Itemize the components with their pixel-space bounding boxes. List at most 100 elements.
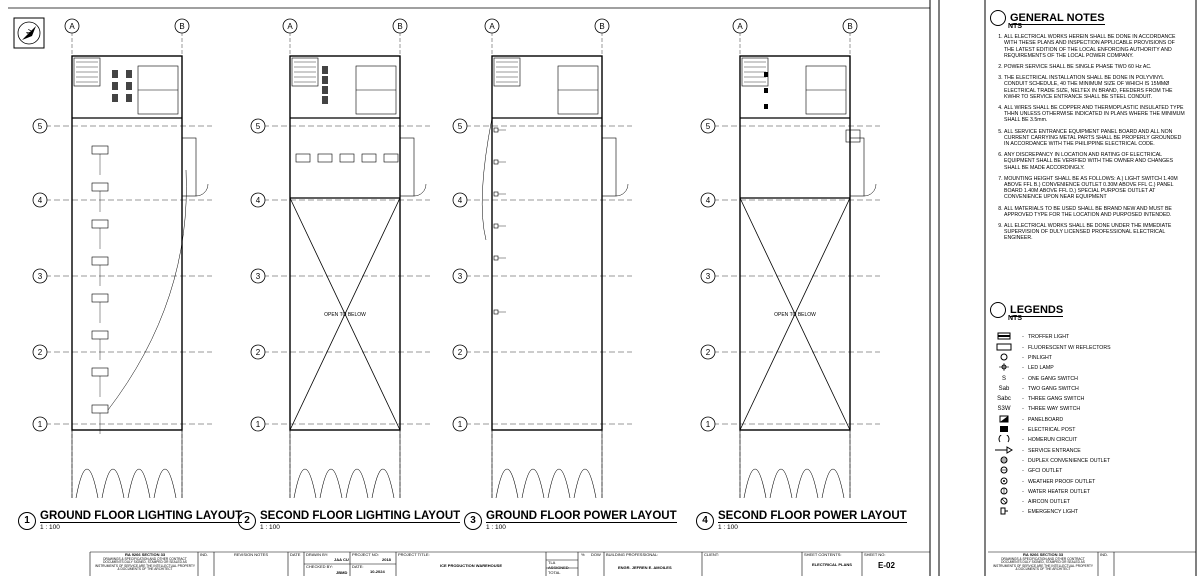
- fluorescent-fixture: [91, 293, 109, 303]
- legend-dash: -: [1022, 385, 1024, 392]
- building-prof-label: BUILDING PROFESSIONAL:: [606, 552, 659, 557]
- general-note-item: ALL WIRES SHALL BE COPPER AND THERMOPLAS…: [1004, 105, 1186, 124]
- legend-row: -ELECTRICAL POST: [990, 425, 1186, 435]
- legend-label: SERVICE ENTRANCE: [1028, 447, 1081, 454]
- legend-dash: -: [1022, 334, 1024, 341]
- general-note-item: THE ELECTRICAL INSTALLATION SHALL BE DON…: [1004, 75, 1186, 100]
- troffer-fixture: [126, 94, 132, 102]
- grid-bubble-column: [392, 18, 408, 34]
- grid-bubble-row: [32, 416, 48, 432]
- legend-row: -SERVICE ENTRANCE: [990, 445, 1186, 455]
- legend-dash: -: [1022, 396, 1024, 403]
- legend-dash: -: [1022, 468, 1024, 475]
- grid-row-label: 4: [706, 196, 711, 205]
- date-field-label: DATE:: [352, 564, 364, 569]
- plan-number: 4: [696, 511, 714, 530]
- grid-bubble-row: [700, 268, 716, 284]
- dow-label: DOW: [591, 552, 601, 557]
- legend-row: -EMERGENCY LIGHT: [990, 507, 1186, 517]
- legend-row: -PINLIGHT: [990, 353, 1186, 363]
- legend-dash: -: [1022, 375, 1024, 382]
- legend-label: ELECTRICAL POST: [1028, 427, 1076, 434]
- grid-bubble-row: [250, 344, 266, 360]
- legends-title: LEGENDS: [1010, 303, 1064, 317]
- drawn-by-value: JAA CU: [334, 557, 349, 562]
- duplex-icon: [990, 456, 1018, 466]
- general-note-item: ALL SERVICE ENTRANCE EQUIPMENT PANEL BOA…: [1004, 129, 1186, 148]
- grid-bubble-column: [484, 18, 500, 34]
- legend-label: THREE WAY SWITCH: [1028, 406, 1081, 413]
- grid-bubble-row: [32, 192, 48, 208]
- open-to-below-label: OPEN TO BELOW: [324, 312, 366, 318]
- troffer-fixture: [322, 66, 328, 74]
- fluorescent-fixture: [91, 367, 109, 377]
- legend-label: LED LAMP: [1028, 365, 1054, 372]
- legend-row: -WATER HEATER OUTLET: [990, 487, 1186, 497]
- total-label: TOTAL: [548, 570, 561, 575]
- legend-symbol-text: S3W: [997, 406, 1011, 413]
- troffer-fixture: [126, 70, 132, 78]
- grid-bubble-row: [700, 416, 716, 432]
- legend-row: -LED LAMP: [990, 363, 1186, 373]
- outlet-symbol: [764, 104, 768, 109]
- plan-scale: 1 : 100: [260, 524, 280, 531]
- general-notes-nts: NTS: [1008, 23, 1022, 30]
- grid-bubble-row: [250, 416, 266, 432]
- general-note-item: ANY DISCREPANCY IN LOCATION AND RATING O…: [1004, 152, 1186, 171]
- legend-label: EMERGENCY LIGHT: [1028, 509, 1079, 516]
- grid-row-label: 5: [458, 122, 463, 131]
- outlet-symbol: [493, 255, 499, 261]
- legend-dash: -: [1022, 344, 1024, 351]
- grid-bubble-row: [250, 118, 266, 134]
- plan-scale: 1 : 100: [718, 524, 738, 531]
- svg-text:N: N: [25, 28, 36, 38]
- legend-dash: -: [1022, 509, 1024, 516]
- grid-bubble-row: [32, 118, 48, 134]
- percent-label: %: [581, 552, 585, 557]
- grid-bubble-row: [250, 268, 266, 284]
- grid-row-label: 1: [706, 420, 711, 429]
- project-no-label: PROJECT NO:: [352, 552, 379, 557]
- grid-row-label: 2: [256, 348, 261, 357]
- post-icon: [990, 425, 1018, 435]
- troffer-fixture: [322, 76, 328, 84]
- building-prof-value: ENGR. JEFREN E. AMOILES: [618, 565, 672, 570]
- plan-title-2: 2 SECOND FLOOR LIGHTING LAYOUT 1 : 100: [238, 510, 461, 531]
- plan-number: 1: [18, 511, 36, 530]
- legend-dash: -: [1022, 354, 1024, 361]
- tla-label: TLA: [548, 560, 556, 565]
- grid-bubble-row: [700, 192, 716, 208]
- homerun-icon: [990, 433, 1018, 445]
- grid-row-label: 4: [256, 196, 261, 205]
- drawn-by-label: DRAWN BY:: [306, 552, 329, 557]
- fluorescent-fixture: [91, 219, 109, 229]
- legend-row: Sab-TWO GANG SWITCH: [990, 384, 1186, 394]
- emergency-icon: [990, 507, 1018, 517]
- legend-dash: -: [1022, 365, 1024, 372]
- ind-label-right: IND.: [1100, 552, 1108, 557]
- checked-by-value: JBMD: [336, 570, 348, 575]
- plan-title-1: 1 GROUND FLOOR LIGHTING LAYOUT 1 : 100: [18, 510, 243, 531]
- grid-bubble-row: [700, 344, 716, 360]
- legend-row: Sabc-THREE GANG SWITCH: [990, 394, 1186, 404]
- revision-notes-label: REVISION NOTES: [234, 552, 269, 557]
- title-block-law: RA 9266 SECTION 33 DRAWINGS & SPECIFICAT…: [94, 552, 196, 572]
- legend-label: PANELBOARD: [1028, 416, 1064, 423]
- sheet-no-label: SHEET NO:: [864, 552, 886, 557]
- pinlight-icon: [990, 353, 1018, 363]
- troffer-fixture: [126, 82, 132, 90]
- grid-bubble-column: [64, 18, 80, 34]
- legend-label: WATER HEATER OUTLET: [1028, 488, 1091, 495]
- grid-bubble-row: [700, 118, 716, 134]
- legend-label: ONE GANG SWITCH: [1028, 375, 1078, 382]
- legend-label: TROFFER LIGHT: [1028, 334, 1070, 341]
- grid-row-label: 2: [38, 348, 43, 357]
- troffer-fixture: [112, 94, 118, 102]
- grid-row-label: 3: [458, 272, 463, 281]
- legend-label: HOMERUN CIRCUIT: [1028, 437, 1078, 444]
- panelboard-symbol: [845, 129, 861, 143]
- ind-label: IND.: [200, 552, 208, 557]
- legend-label: FLUORESCENT W/ REFLECTORS: [1028, 344, 1111, 351]
- grid-row-label: 3: [256, 272, 261, 281]
